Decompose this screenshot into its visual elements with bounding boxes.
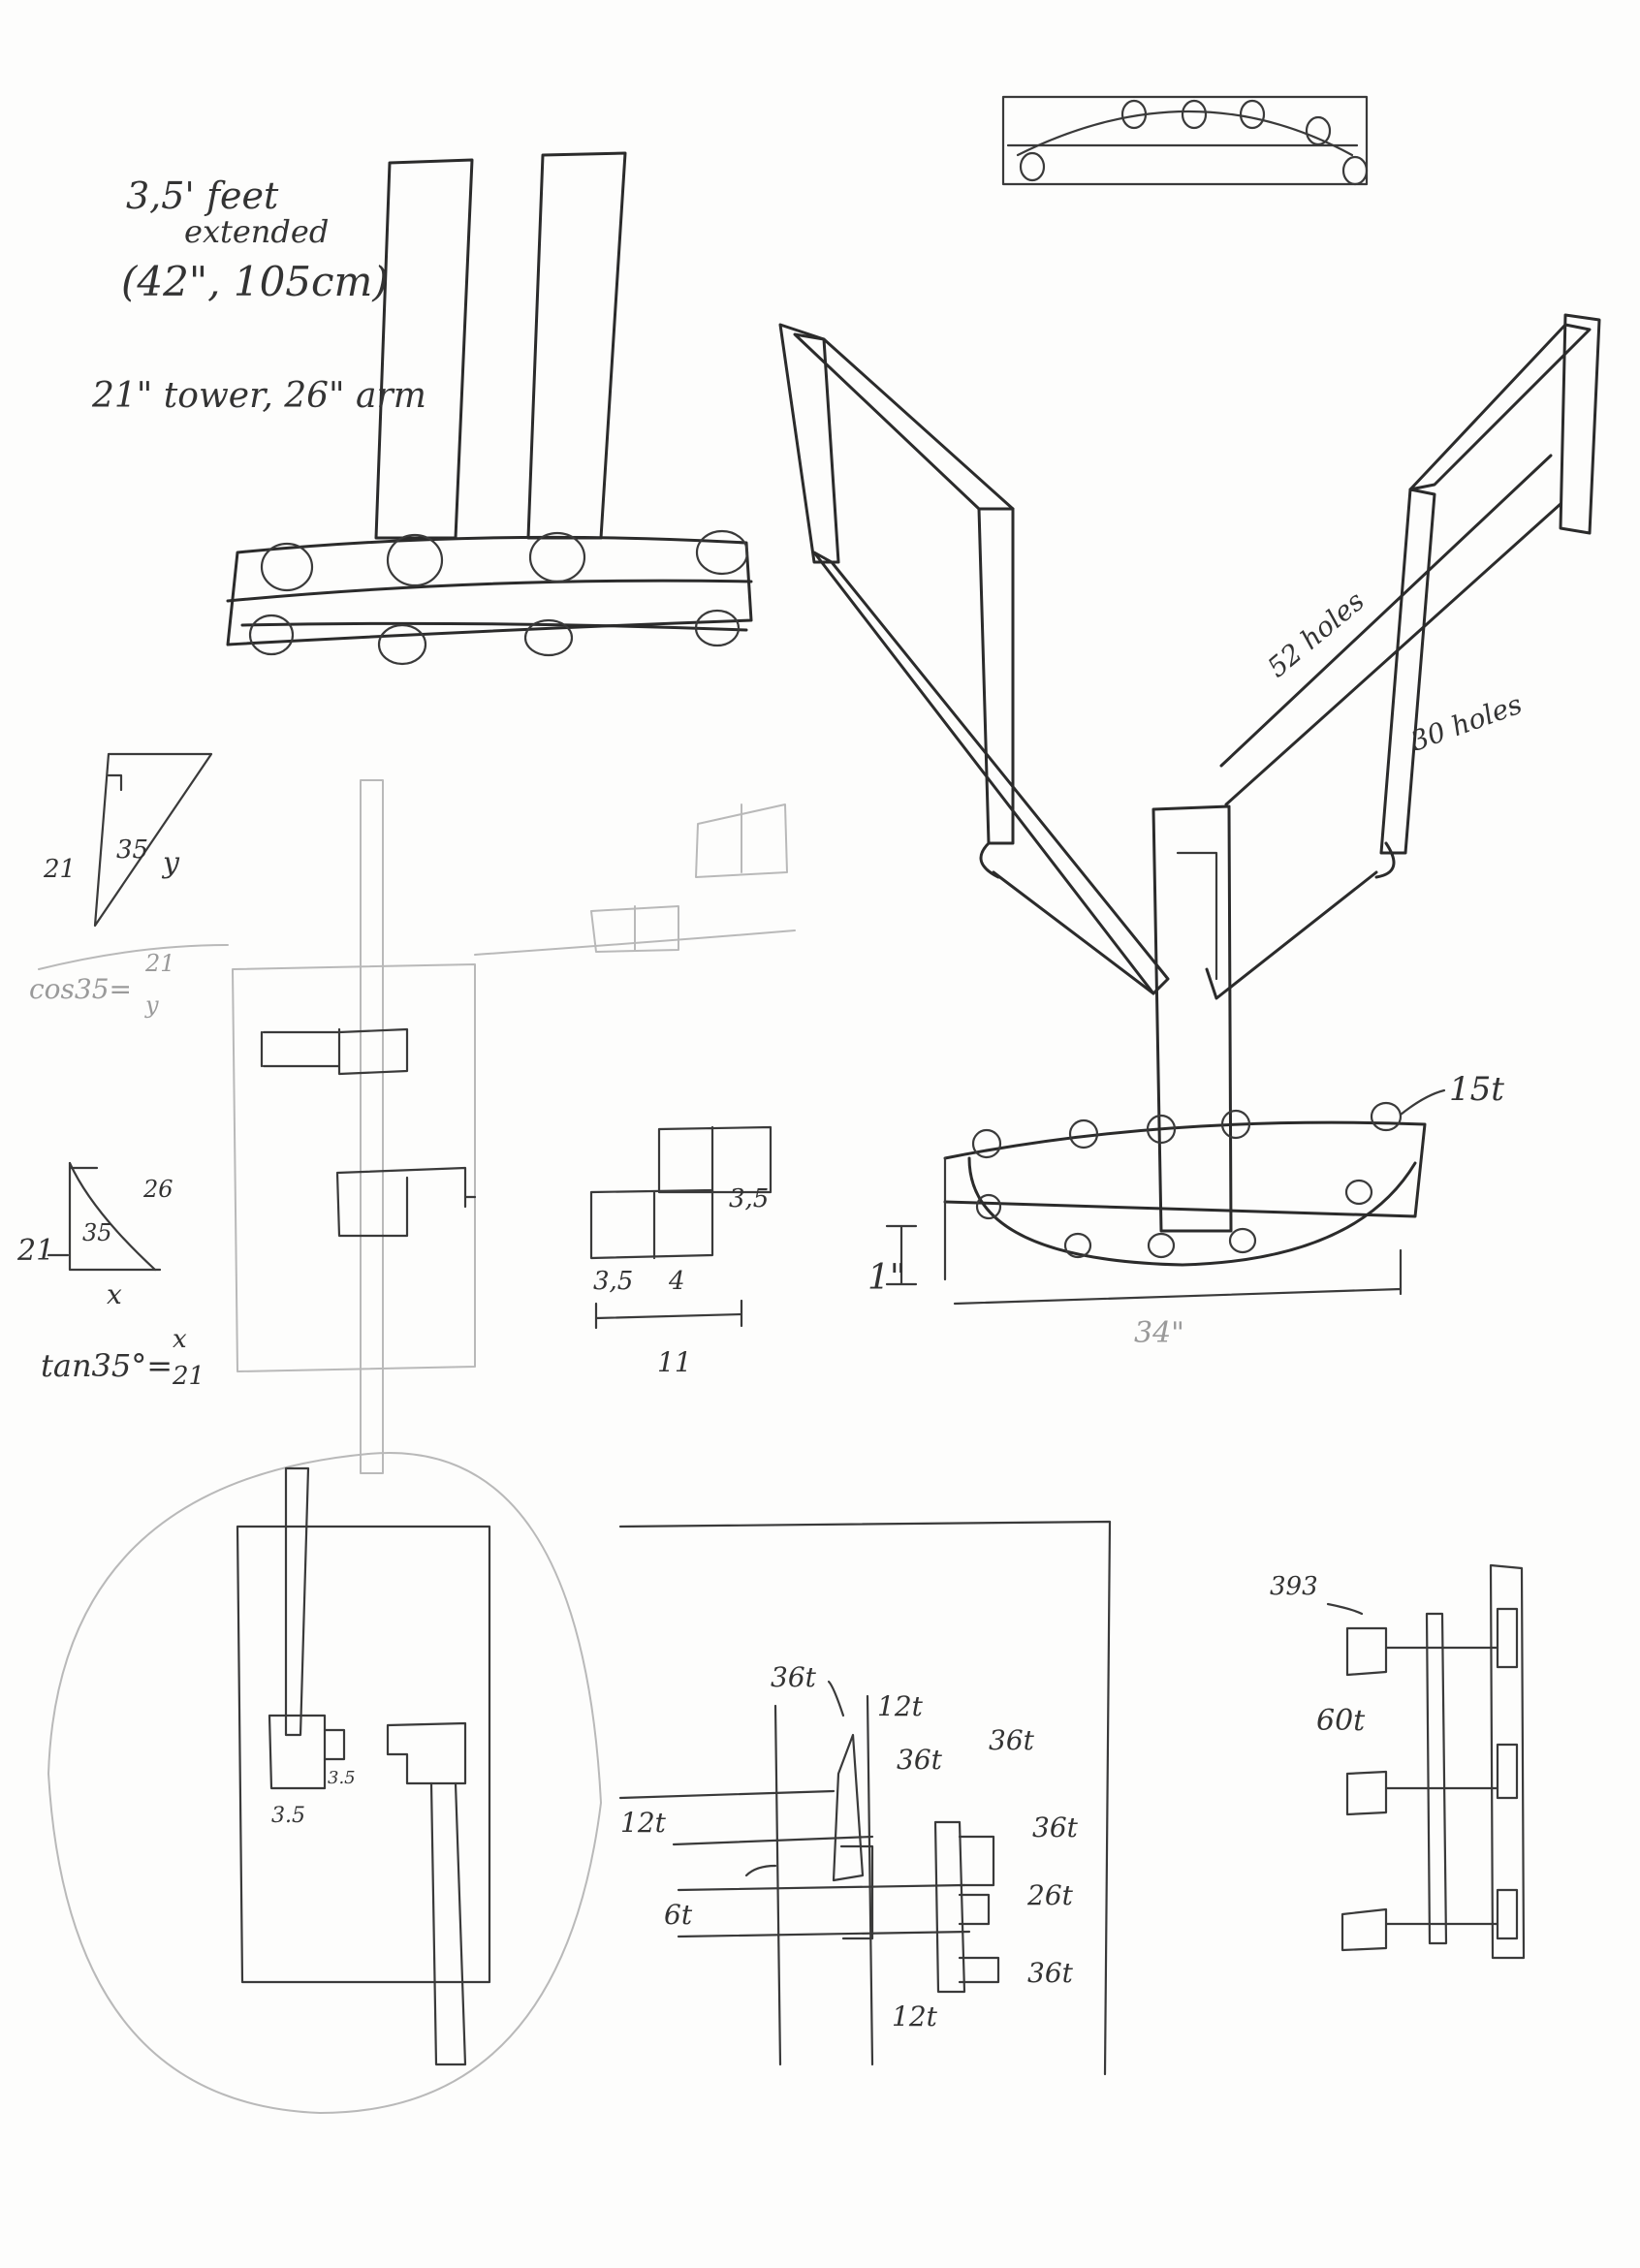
tri1-hyp: y — [161, 846, 180, 880]
height-label: 1" — [867, 1258, 905, 1298]
tan-equation: tan35°= — [41, 1347, 173, 1384]
gear-detail-sketch — [618, 1520, 1112, 2076]
right-detail-sketch — [1326, 1563, 1526, 1960]
tan-numerator: x — [173, 1325, 187, 1354]
gear-36t-mid: 36t — [897, 1744, 943, 1776]
block-b-label: 4 — [668, 1267, 685, 1296]
tri2-hyp: 26 — [142, 1176, 173, 1203]
cos-numerator: 21 — [144, 950, 175, 977]
tan-denominator: 21 — [172, 1362, 205, 1391]
gear-12t-top: 12t — [877, 1690, 924, 1722]
y-frame-sketch — [778, 313, 1601, 1306]
gear-36t-right: 36t — [989, 1724, 1035, 1756]
gear-6t-label: 6t — [664, 1899, 693, 1931]
holes-52-label: 52 holes — [1261, 584, 1371, 683]
tri2-angle: 35 — [82, 1219, 112, 1246]
circle-detail-sketch — [47, 1452, 602, 2114]
tri2-base: x — [107, 1278, 122, 1310]
gear-36t-r3: 36t — [1027, 1957, 1074, 1989]
cos-equation: cos35= — [29, 973, 132, 1005]
annotations: 3,5' feet extended (42", 105cm) 21" towe… — [16, 174, 1527, 2032]
tower-arm-note: 21" tower, 26" arm — [91, 376, 426, 416]
gear-12t-bottom: 12t — [892, 2000, 938, 2032]
circle-label-b: 3.5 — [328, 1768, 356, 1788]
gear-36t-r2: 36t — [1032, 1811, 1079, 1843]
tri2-side: 21 — [16, 1234, 54, 1268]
gear-36t-top: 36t — [771, 1661, 817, 1693]
block-a-label: 3,5 — [729, 1184, 769, 1213]
gear-26t-label: 26t — [1026, 1879, 1074, 1911]
small-rail-sketch — [1001, 95, 1369, 186]
block-c-label: 3,5 — [593, 1267, 633, 1296]
holes-30-label: 30 holes — [1406, 688, 1526, 758]
blocks-total: 11 — [657, 1346, 692, 1378]
blocks-sketch — [589, 1125, 773, 1330]
right-mid-label: 60t — [1316, 1704, 1366, 1738]
teeth-15-label: 15t — [1449, 1070, 1504, 1109]
length-line3: (42", 105cm) — [121, 258, 389, 305]
width-label: 34" — [1134, 1316, 1184, 1350]
tri1-angle: 35 — [116, 835, 148, 865]
right-top-label: 393 — [1270, 1572, 1318, 1601]
cos-denominator: y — [144, 992, 159, 1019]
triangle-sketches — [38, 752, 229, 1272]
length-line1: 3,5' feet — [126, 174, 279, 217]
tower-sketch — [226, 151, 753, 666]
faint-panel-sketch — [232, 779, 796, 1474]
gear-12t-left: 12t — [620, 1807, 667, 1839]
length-line2: extended — [184, 213, 329, 250]
circle-label-a: 3.5 — [271, 1804, 305, 1828]
tri1-side: 21 — [43, 855, 76, 884]
